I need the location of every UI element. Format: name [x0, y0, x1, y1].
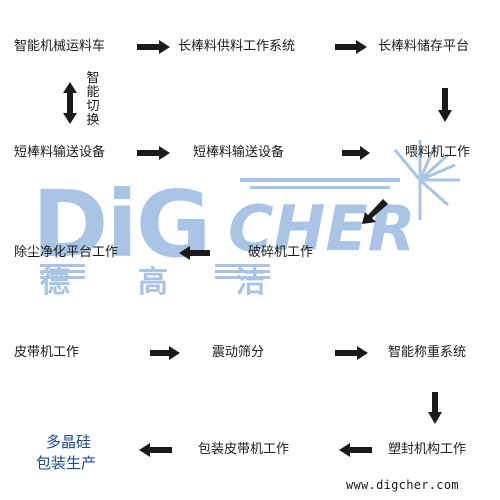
arrow-right-icon: [335, 40, 367, 54]
node-short-bar-conveyor-left: 短棒料输送设备: [14, 145, 106, 160]
arrow-down-icon: [428, 392, 442, 424]
arrow-right-icon: [137, 146, 170, 160]
node-shrink-wrap: 塑封机构工作: [388, 442, 467, 457]
arrow-right-icon: [137, 40, 170, 54]
arrow-diagonal-icon: [362, 199, 388, 224]
node-belt-conveyor: 皮带机工作: [14, 345, 80, 360]
watermark-url: www.digcher.com: [346, 478, 459, 492]
double-arrow-vertical-icon: [63, 82, 77, 124]
arrow-right-icon: [150, 346, 180, 360]
node-long-bar-storage: 长棒料储存平台: [378, 39, 470, 54]
switch-label: 智能切换: [86, 71, 100, 128]
node-final-line2: 包装生产: [36, 454, 97, 472]
node-vibration-screen: 震动筛分: [212, 345, 265, 360]
arrow-left-icon: [339, 443, 372, 457]
starburst-icon: [393, 140, 460, 220]
node-smart-weighing: 智能称重系统: [388, 345, 467, 360]
node-packing-belt: 包装皮带机工作: [198, 442, 290, 457]
node-feeder: 喂料机工作: [405, 145, 471, 160]
arrow-down-icon: [438, 88, 452, 122]
arrow-left-icon: [179, 246, 210, 260]
node-dust-removal: 除尘净化平台工作: [14, 245, 119, 260]
arrow-left-icon: [139, 443, 172, 457]
node-crusher: 破碎机工作: [248, 245, 314, 260]
watermark-brand-big: DiG: [32, 171, 209, 278]
node-smart-cart: 智能机械运料车: [14, 39, 106, 54]
arrow-right-icon: [342, 146, 370, 160]
arrow-right-icon: [335, 346, 368, 360]
node-long-bar-feed: 长棒料供料工作系统: [178, 39, 296, 54]
watermark-chinese: 德高洁: [40, 265, 334, 300]
speed-lines: [40, 178, 400, 279]
node-short-bar-conveyor-mid: 短棒料输送设备: [193, 145, 285, 160]
node-final-line1: 多晶硅: [46, 433, 92, 451]
